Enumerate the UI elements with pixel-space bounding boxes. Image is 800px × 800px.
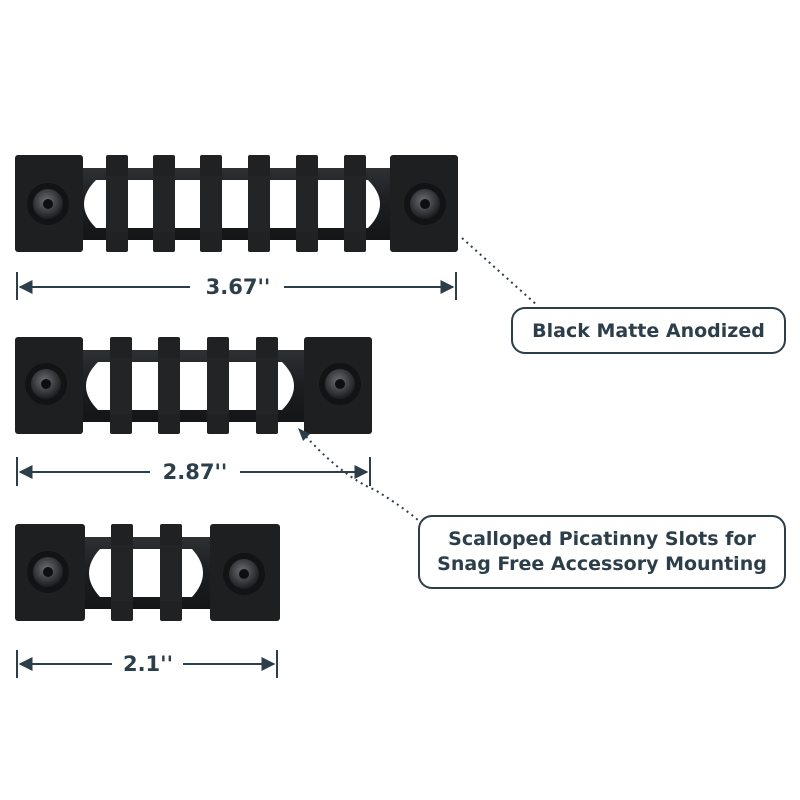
rail-medium <box>15 337 372 434</box>
screw-icon <box>25 363 67 405</box>
slots-callout-line-1: Scalloped Picatinny Slots for <box>448 528 756 550</box>
length-label-large: 3.67'' <box>197 274 279 300</box>
length-label-medium: 2.87'' <box>154 459 236 485</box>
length-label-small: 2.1'' <box>114 651 182 677</box>
screw-icon <box>404 183 446 225</box>
screw-icon <box>223 553 265 595</box>
rail-large <box>15 155 458 252</box>
callout-leader <box>301 237 539 521</box>
slots-callout: Scalloped Picatinny Slots for Snag Free … <box>418 515 786 589</box>
screw-icon <box>319 363 361 405</box>
slots-callout-line-2: Snag Free Accessory Mounting <box>437 553 767 575</box>
dimension-line <box>16 272 457 300</box>
dimension-line <box>16 457 371 486</box>
dimension-line <box>16 650 278 678</box>
rail-small <box>15 524 280 621</box>
finish-callout: Black Matte Anodized <box>511 307 786 354</box>
screw-icon <box>27 551 69 593</box>
screw-icon <box>27 183 69 225</box>
leader-arrowhead <box>298 428 310 441</box>
finish-callout-text: Black Matte Anodized <box>532 319 765 342</box>
